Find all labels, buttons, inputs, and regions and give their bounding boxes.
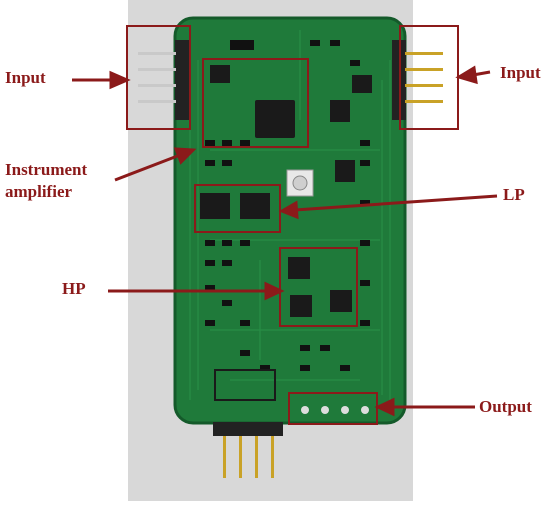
label-output: Output: [479, 397, 532, 416]
label-lp: LP: [503, 185, 525, 204]
label-instrument-line2: amplifier: [5, 182, 73, 201]
annotation-arrows: [72, 65, 498, 417]
label-hp: HP: [62, 279, 86, 298]
bottom-header-pins: [213, 369, 283, 478]
label-input-left: Input: [5, 68, 46, 87]
ic-chips: [200, 65, 372, 317]
hp-box: [279, 247, 358, 327]
label-instrument-line1: Instrument: [5, 160, 88, 179]
label-input-right: Input: [500, 63, 541, 82]
lp-box: [194, 184, 281, 233]
annotation-boxes: [126, 25, 459, 425]
left-input-box: [126, 25, 191, 130]
smd-components: [205, 40, 370, 371]
left-header-pins: [138, 40, 189, 120]
output-header-holes: [301, 406, 369, 414]
instrument-amplifier-box: [202, 58, 309, 148]
output-box: [288, 392, 378, 425]
